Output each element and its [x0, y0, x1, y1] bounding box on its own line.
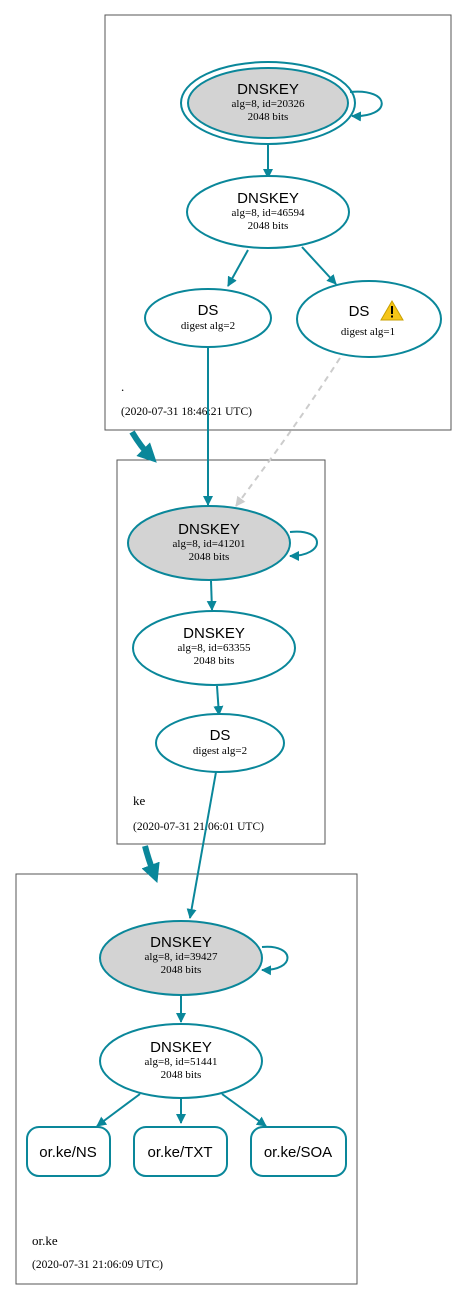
edge-orke-ksk-self	[261, 945, 289, 976]
delegation-arrow-ke-orke	[141, 845, 160, 883]
node-root-ds-digest2-shape	[144, 288, 272, 348]
edge-ke-ds-orke-ksk	[186, 771, 217, 919]
zone-root-name: .	[121, 379, 124, 394]
node-root-ds-digest1-line1: digest alg=1	[341, 326, 395, 338]
node-ke-zsk: DNSKEY alg=8, id=63355 2048 bits	[132, 610, 296, 686]
node-root-ds-digest1-shape	[296, 280, 442, 358]
node-root-zsk-line1: alg=8, id=46594	[232, 207, 305, 219]
zone-ke: ke (2020-07-31 21:06:01 UTC)	[116, 459, 326, 845]
node-ke-ds-line1: digest alg=2	[193, 745, 247, 757]
node-ke-ds-shape	[155, 713, 285, 773]
zone-ke-box	[116, 459, 326, 845]
node-ke-ksk-title: DNSKEY	[178, 521, 240, 538]
zone-orke-name: or.ke	[32, 1233, 58, 1248]
node-root-zsk-shape	[186, 175, 350, 249]
node-root-ksk: DNSKEY alg=8, id=20326 2048 bits	[180, 61, 356, 145]
node-ke-ksk-shape	[127, 505, 291, 581]
node-ke-ds-title: DS	[210, 727, 231, 744]
edge-root-ksk-self	[349, 90, 383, 122]
node-orke-zsk-line2: 2048 bits	[161, 1069, 202, 1081]
node-root-zsk-line2: 2048 bits	[248, 220, 289, 232]
zone-ke-timestamp: (2020-07-31 21:06:01 UTC)	[133, 821, 264, 833]
node-orke-ksk-title: DNSKEY	[150, 934, 212, 951]
zone-root-timestamp: (2020-07-31 18:46:21 UTC)	[121, 406, 252, 418]
edge-root-zsk-ds2	[227, 249, 249, 287]
node-ke-zsk-line1: alg=8, id=63355	[178, 642, 251, 654]
node-orke-zsk-title: DNSKEY	[150, 1039, 212, 1056]
edge-ke-ksk-self	[289, 530, 318, 561]
node-root-ksk-shape	[187, 67, 349, 139]
node-root-ksk-outer-ring	[180, 61, 356, 145]
node-rr-soa: or.ke/SOA	[250, 1126, 347, 1177]
node-rr-ns: or.ke/NS	[26, 1126, 111, 1177]
node-ke-ksk: DNSKEY alg=8, id=41201 2048 bits	[127, 505, 291, 581]
node-ke-zsk-title: DNSKEY	[183, 625, 245, 642]
edge-ke-ksk-zsk	[206, 580, 217, 611]
edge-orke-zsk-ns	[96, 1093, 141, 1127]
node-root-ds-digest2: DS digest alg=2	[144, 288, 272, 348]
node-ke-zsk-shape	[132, 610, 296, 686]
node-ke-ksk-line2: 2048 bits	[189, 551, 230, 563]
node-orke-zsk: DNSKEY alg=8, id=51441 2048 bits	[99, 1023, 263, 1099]
node-rr-txt-shape	[133, 1126, 228, 1177]
zone-orke: or.ke (2020-07-31 21:06:09 UTC)	[15, 873, 358, 1285]
node-rr-txt: or.ke/TXT	[133, 1126, 228, 1177]
node-root-zsk-title: DNSKEY	[237, 190, 299, 207]
node-root-ds-digest1: DS digest alg=1	[296, 280, 442, 358]
edge-ke-zsk-ds	[213, 685, 224, 716]
node-root-ds-digest2-line1: digest alg=2	[181, 320, 235, 332]
node-orke-zsk-line1: alg=8, id=51441	[145, 1056, 218, 1068]
warning-icon	[380, 300, 404, 321]
node-root-ksk-line2: 2048 bits	[248, 111, 289, 123]
edge-root-ds1-ke-ksk	[235, 357, 341, 507]
node-rr-ns-shape	[26, 1126, 111, 1177]
edge-root-zsk-ds1	[301, 246, 337, 285]
node-root-ksk-title: DNSKEY	[237, 81, 299, 98]
zone-root-box	[104, 14, 452, 431]
node-orke-zsk-shape	[99, 1023, 263, 1099]
edge-orke-zsk-soa	[221, 1093, 267, 1127]
node-rr-soa-shape	[250, 1126, 347, 1177]
node-ke-ksk-line1: alg=8, id=41201	[173, 538, 246, 550]
node-orke-ksk-line1: alg=8, id=39427	[145, 951, 218, 963]
node-rr-ns-title: or.ke/NS	[39, 1144, 97, 1161]
node-rr-soa-title: or.ke/SOA	[264, 1144, 332, 1161]
zone-root: . (2020-07-31 18:46:21 UTC)	[104, 14, 452, 431]
node-ke-ds: DS digest alg=2	[155, 713, 285, 773]
node-orke-ksk: DNSKEY alg=8, id=39427 2048 bits	[99, 920, 263, 996]
delegation-arrow-root-ke	[129, 430, 157, 463]
node-orke-ksk-line2: 2048 bits	[161, 964, 202, 976]
node-root-ds-digest1-title: DS	[349, 303, 370, 320]
node-rr-txt-title: or.ke/TXT	[147, 1144, 212, 1161]
node-root-zsk: DNSKEY alg=8, id=46594 2048 bits	[186, 175, 350, 249]
zone-orke-box	[15, 873, 358, 1285]
node-root-ds-digest2-title: DS	[198, 302, 219, 319]
zone-orke-timestamp: (2020-07-31 21:06:09 UTC)	[32, 1259, 163, 1271]
node-root-ksk-line1: alg=8, id=20326	[232, 98, 305, 110]
node-orke-ksk-shape	[99, 920, 263, 996]
node-ke-zsk-line2: 2048 bits	[194, 655, 235, 667]
zone-ke-name: ke	[133, 793, 146, 808]
